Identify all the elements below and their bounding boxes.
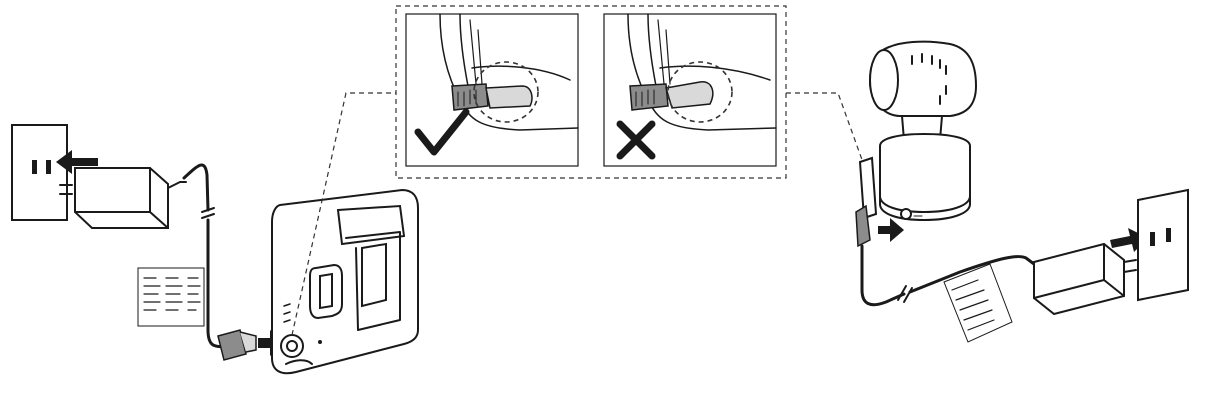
check-mark-icon xyxy=(414,108,470,156)
right-callout-line xyxy=(786,92,871,183)
right-cable xyxy=(860,244,1036,307)
detail-panel-incorrect xyxy=(603,13,777,167)
left-dc-plug xyxy=(217,329,257,361)
left-callout-line xyxy=(291,92,396,336)
camera-arrow-icon xyxy=(878,218,904,242)
left-warning-tag xyxy=(137,267,205,327)
right-power-adapter xyxy=(1033,242,1137,316)
detail-panel-correct xyxy=(405,13,579,167)
parent-monitor-device xyxy=(271,188,419,375)
left-wall-outlet xyxy=(11,124,68,221)
left-arrow-icon xyxy=(56,150,98,174)
baby-camera-device xyxy=(855,40,978,248)
right-wall-outlet xyxy=(1137,188,1189,302)
cross-mark-icon xyxy=(616,120,656,160)
detail-panels-frame xyxy=(395,5,787,179)
left-power-adapter xyxy=(59,167,187,229)
right-warning-tag xyxy=(943,263,1013,343)
